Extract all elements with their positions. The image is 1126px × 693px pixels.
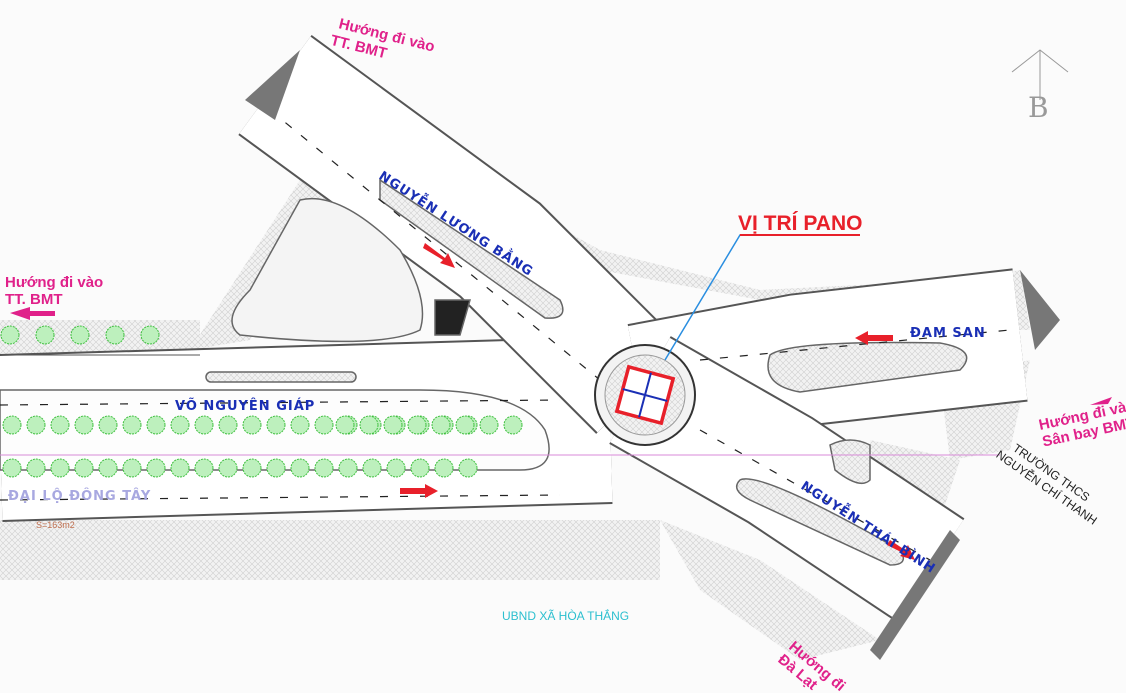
tree-icon bbox=[383, 415, 403, 435]
tree-icon bbox=[194, 415, 214, 435]
tree-icon bbox=[242, 458, 262, 478]
tree-rows bbox=[0, 325, 523, 478]
tree-icon bbox=[170, 415, 190, 435]
tree-icon bbox=[35, 325, 55, 345]
tree-icon bbox=[146, 458, 166, 478]
tree-icon bbox=[314, 458, 334, 478]
tree-icon bbox=[194, 458, 214, 478]
tree-icon bbox=[458, 458, 478, 478]
tree-icon bbox=[407, 415, 427, 435]
tree-icon bbox=[140, 325, 160, 345]
tree-icon bbox=[338, 458, 358, 478]
tree-icon bbox=[359, 415, 379, 435]
north-label: B bbox=[1028, 91, 1049, 124]
tree-icon bbox=[434, 458, 454, 478]
north-arrow-icon bbox=[1011, 49, 1069, 100]
tree-icon bbox=[74, 415, 94, 435]
tree-icon bbox=[410, 458, 430, 478]
tree-icon bbox=[242, 415, 262, 435]
roundabout bbox=[594, 344, 696, 446]
tree-icon bbox=[74, 458, 94, 478]
area-label: S=163m2 bbox=[36, 520, 75, 530]
direction-arrows bbox=[10, 243, 1112, 560]
road-end-markers bbox=[245, 50, 1060, 660]
tree-icon bbox=[362, 458, 382, 478]
lane-markings bbox=[0, 109, 1011, 561]
tree-icon bbox=[503, 415, 523, 435]
ubnd-label: UBND XÃ HÒA THẮNG bbox=[502, 608, 629, 623]
tree-icon bbox=[290, 415, 310, 435]
road-dam-san: ĐAM SAN bbox=[910, 326, 986, 341]
tree-icon bbox=[218, 458, 238, 478]
tree-icon bbox=[218, 415, 238, 435]
tree-icon bbox=[105, 325, 125, 345]
tree-icon bbox=[70, 325, 90, 345]
dir-left-line2: TT. BMT bbox=[5, 291, 63, 308]
tree-icon bbox=[26, 458, 46, 478]
tree-icon bbox=[455, 415, 475, 435]
tree-icon bbox=[266, 415, 286, 435]
tree-icon bbox=[290, 458, 310, 478]
tree-icon bbox=[122, 415, 142, 435]
tree-icon bbox=[479, 415, 499, 435]
road-vo-nguyen-giap: VÕ NGUYÊN GIÁP bbox=[175, 398, 315, 414]
tree-icon bbox=[146, 415, 166, 435]
tree-icon bbox=[2, 458, 22, 478]
tree-icon bbox=[50, 415, 70, 435]
tree-icon bbox=[2, 415, 22, 435]
tree-icon bbox=[122, 458, 142, 478]
tree-icon bbox=[50, 458, 70, 478]
tree-icon bbox=[266, 458, 286, 478]
tree-icon bbox=[98, 458, 118, 478]
tree-icon bbox=[170, 458, 190, 478]
tree-icon bbox=[0, 325, 20, 345]
road-dai-lo-dong-tay: ĐẠI LỘ ĐÔNG TÂY bbox=[8, 488, 151, 504]
tree-icon bbox=[386, 458, 406, 478]
tree-icon bbox=[98, 415, 118, 435]
tree-icon bbox=[335, 415, 355, 435]
pano-label: VỊ TRÍ PANO bbox=[738, 212, 862, 235]
tree-icon bbox=[314, 415, 334, 435]
tree-icon bbox=[431, 415, 451, 435]
tree-icon bbox=[26, 415, 46, 435]
dir-left-line1: Hướng đi vào bbox=[5, 274, 103, 291]
